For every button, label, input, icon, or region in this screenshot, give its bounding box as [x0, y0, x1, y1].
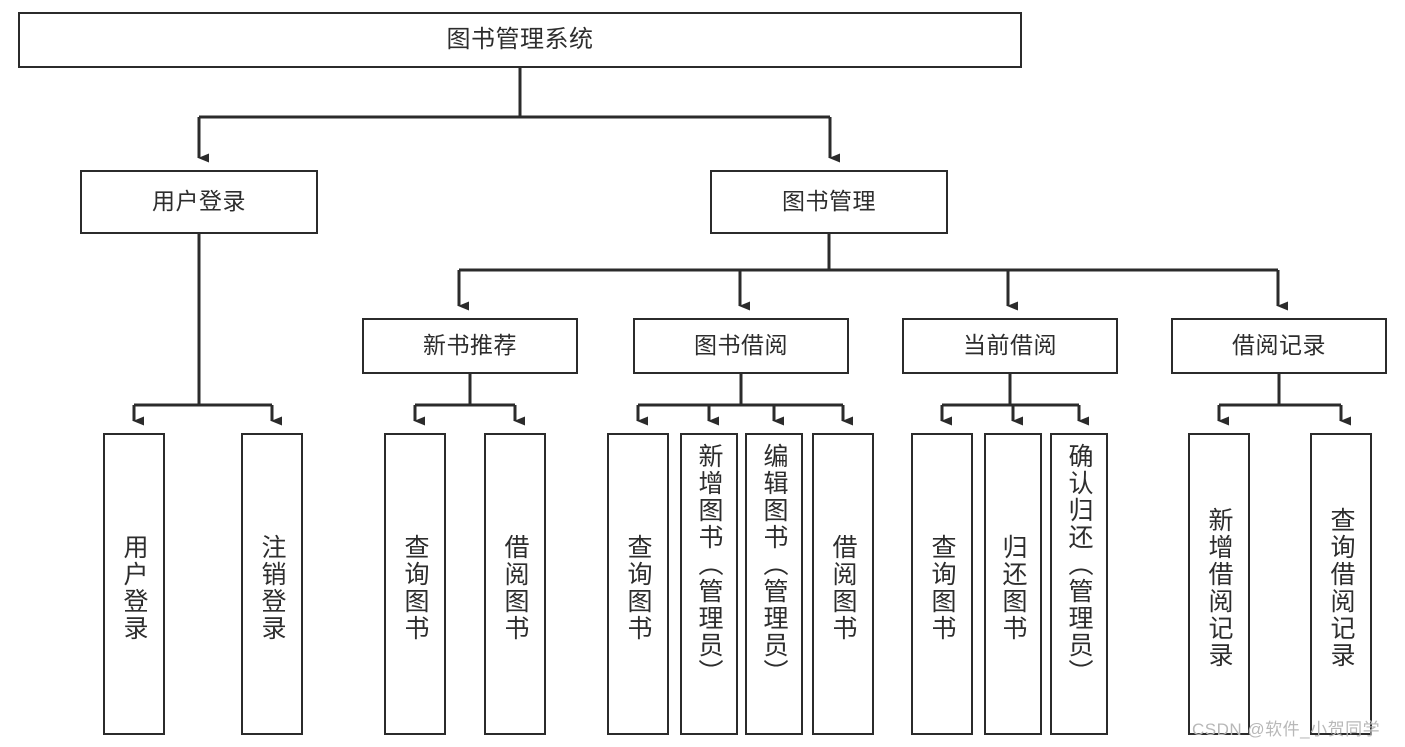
- leaf-user-login[interactable]: 用户登录: [103, 433, 165, 735]
- leaf-user-login-label: 用户登录: [120, 534, 148, 642]
- leaf-add-borrow-record[interactable]: 新增借阅记录: [1188, 433, 1250, 735]
- leaf-query-book-new[interactable]: 查询图书: [384, 433, 446, 735]
- node-new-book-recommend[interactable]: 新书推荐: [362, 318, 578, 374]
- leaf-logout-label: 注销登录: [258, 534, 286, 642]
- leaf-edit-book-admin-label: 编辑图书（管理员）: [760, 443, 788, 686]
- leaf-borrow-book-borrow-label: 借阅图书: [829, 534, 857, 642]
- leaf-query-borrow-record-label: 查询借阅记录: [1327, 507, 1355, 669]
- leaf-query-borrow-record[interactable]: 查询借阅记录: [1310, 433, 1372, 735]
- node-root-label: 图书管理系统: [446, 25, 594, 53]
- leaf-query-book-current[interactable]: 查询图书: [911, 433, 973, 735]
- node-book-borrow[interactable]: 图书借阅: [633, 318, 849, 374]
- leaf-borrow-book-borrow[interactable]: 借阅图书: [812, 433, 874, 735]
- leaf-confirm-return-admin-label: 确认归还（管理员）: [1065, 443, 1093, 686]
- leaf-add-borrow-record-label: 新增借阅记录: [1205, 507, 1233, 669]
- leaf-return-book[interactable]: 归还图书: [984, 433, 1042, 735]
- leaf-add-book-admin-label: 新增图书（管理员）: [695, 443, 723, 686]
- node-borrow-record-label: 借阅记录: [1232, 332, 1326, 359]
- leaf-confirm-return-admin[interactable]: 确认归还（管理员）: [1050, 433, 1108, 735]
- node-book-manage-label: 图书管理: [782, 188, 876, 215]
- leaf-borrow-book-new[interactable]: 借阅图书: [484, 433, 546, 735]
- node-borrow-record[interactable]: 借阅记录: [1171, 318, 1387, 374]
- node-user-login-label: 用户登录: [152, 188, 246, 215]
- leaf-return-book-label: 归还图书: [999, 534, 1027, 642]
- node-current-borrow-label: 当前借阅: [963, 332, 1057, 359]
- node-book-manage[interactable]: 图书管理: [710, 170, 948, 234]
- node-book-borrow-label: 图书借阅: [694, 332, 788, 359]
- leaf-query-book-current-label: 查询图书: [928, 534, 956, 642]
- leaf-query-book-borrow-label: 查询图书: [624, 534, 652, 642]
- node-new-book-recommend-label: 新书推荐: [423, 332, 517, 359]
- leaf-add-book-admin[interactable]: 新增图书（管理员）: [680, 433, 738, 735]
- node-root[interactable]: 图书管理系统: [18, 12, 1022, 68]
- leaf-query-book-borrow[interactable]: 查询图书: [607, 433, 669, 735]
- leaf-logout[interactable]: 注销登录: [241, 433, 303, 735]
- node-user-login[interactable]: 用户登录: [80, 170, 318, 234]
- node-current-borrow[interactable]: 当前借阅: [902, 318, 1118, 374]
- watermark: CSDN @软件_小贺同学: [1192, 720, 1381, 739]
- leaf-query-book-new-label: 查询图书: [401, 534, 429, 642]
- leaf-borrow-book-new-label: 借阅图书: [501, 534, 529, 642]
- leaf-edit-book-admin[interactable]: 编辑图书（管理员）: [745, 433, 803, 735]
